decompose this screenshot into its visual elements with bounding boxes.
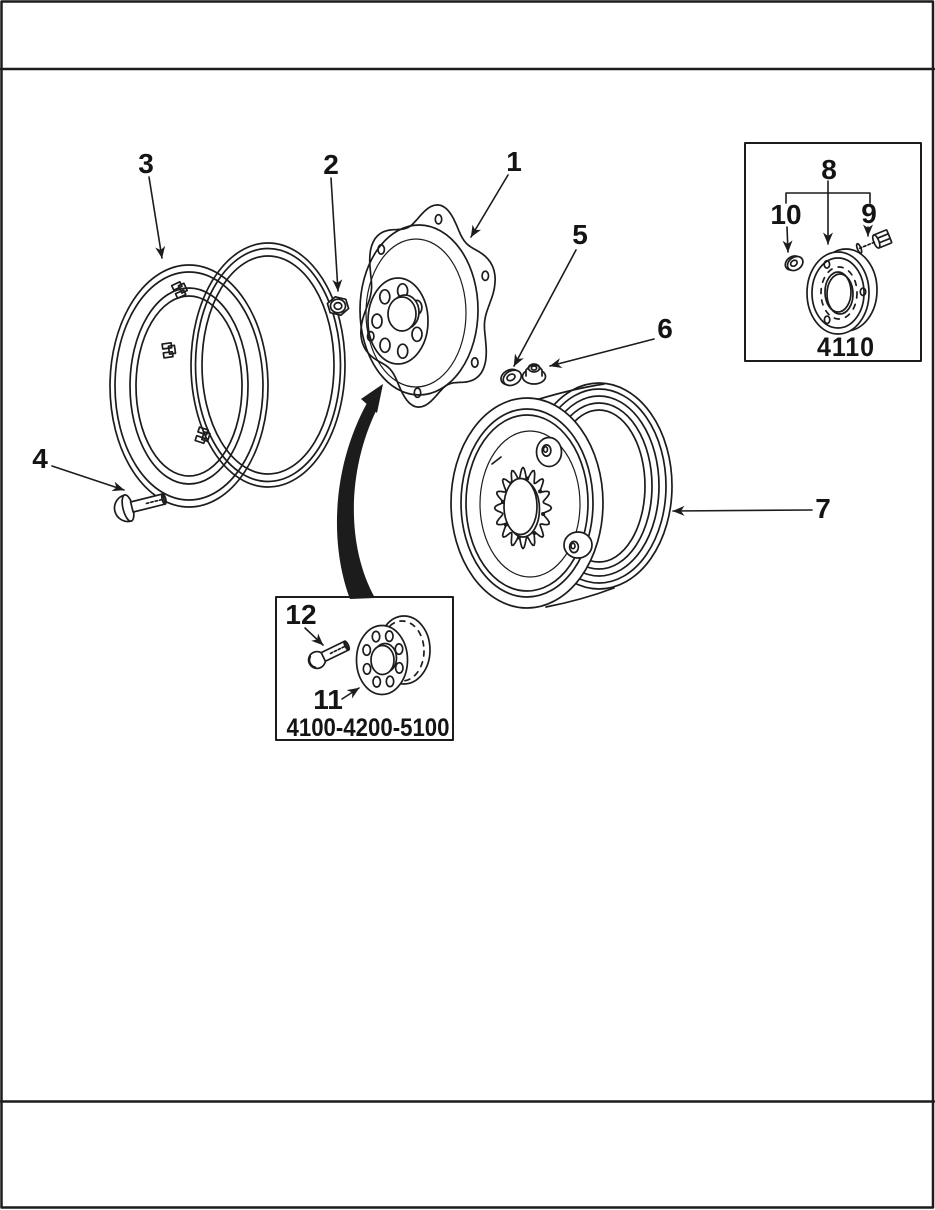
- nut-part-6: [521, 363, 547, 385]
- callout-5: 5: [572, 219, 588, 250]
- washer-part-10: [784, 255, 804, 272]
- leader-10: [782, 226, 793, 253]
- bolt-part-9: [855, 229, 893, 254]
- rim-clip: [161, 341, 177, 359]
- callout-11: 11: [313, 684, 343, 715]
- nut-part-2: [326, 295, 350, 317]
- callout-2: 2: [323, 149, 339, 180]
- inset-box-4110: [744, 142, 922, 362]
- callout-8: 8: [821, 154, 837, 185]
- callout-7: 7: [815, 493, 831, 524]
- hub-part-8: [806, 248, 878, 335]
- inset-caption-4100-4200-5100: 4100-4200-5100: [287, 714, 450, 742]
- wheel-part-7: [450, 382, 673, 609]
- leader-6: [549, 338, 655, 368]
- hub-flange-holes: [823, 259, 867, 325]
- rim-clip: [194, 426, 211, 445]
- callout-1: 1: [506, 146, 522, 177]
- bolt-boss: [535, 436, 563, 468]
- leader-3: [148, 176, 166, 259]
- callout-3: 3: [138, 148, 154, 179]
- leader-12: [304, 627, 324, 646]
- leader-11: [341, 687, 360, 700]
- carriage-bolt-part-4: [113, 493, 167, 523]
- bolt-part-12: [307, 640, 351, 670]
- hub-part-11: [355, 615, 431, 696]
- callout-10: 10: [770, 199, 801, 230]
- inset-caption-4110: 4110: [817, 332, 875, 362]
- hub-flange-holes: [362, 630, 404, 688]
- callout-12: 12: [285, 599, 316, 630]
- bolt-boss: [563, 531, 593, 559]
- leader-5: [513, 249, 577, 367]
- rim-bolt-holes: [366, 213, 490, 399]
- leader-2: [330, 177, 343, 292]
- washer-part-5: [500, 368, 523, 387]
- callout-6: 6: [657, 313, 673, 344]
- leader-7: [672, 505, 813, 516]
- callout-labels: 1 2 3 4 5 6 7 8 9 10 11 12: [32, 146, 877, 715]
- wheel-center-disc-part-1: [359, 204, 497, 408]
- leader-4: [51, 465, 125, 492]
- callout-4: 4: [32, 443, 48, 474]
- rim-rings-part-3: [109, 242, 346, 508]
- leader-1: [470, 174, 509, 238]
- assembly-flow-arrow: [336, 384, 383, 599]
- leader-lines: [51, 174, 873, 700]
- callout-9: 9: [861, 198, 877, 229]
